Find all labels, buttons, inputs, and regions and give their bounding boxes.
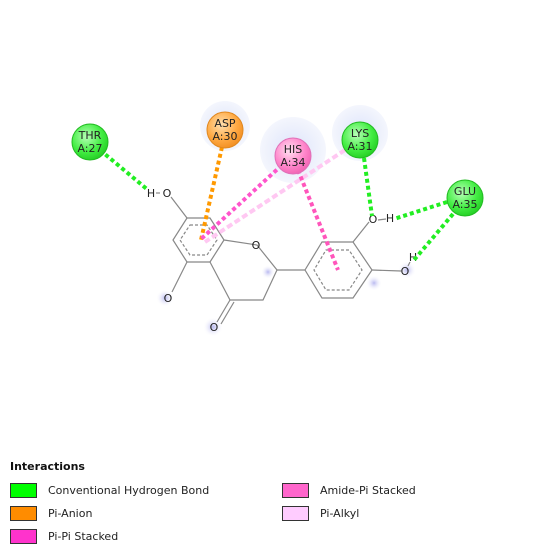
ring-a-inner (179, 224, 218, 256)
halo-atom (366, 275, 382, 291)
halo-atom (398, 261, 416, 279)
atom-o-ring: O (252, 239, 261, 252)
hbond-glu35-b (412, 212, 455, 262)
legend-item-amide-pi: Amide-Pi Stacked (282, 481, 416, 499)
residues: THR A:27 ASP A:30 HIS A:34 LYS A:31 GLU … (71, 111, 484, 217)
residue-his34[interactable]: HIS A:34 (274, 137, 312, 175)
legend-item-pi-pi: Pi-Pi Stacked (10, 527, 118, 545)
atom-h-3p: H (386, 212, 394, 225)
residue-name: ASP (214, 117, 236, 130)
residue-thr27[interactable]: THR A:27 (71, 123, 109, 161)
bond (170, 196, 188, 219)
residue-disc (71, 123, 109, 161)
bond-keto-2 (220, 301, 235, 325)
legend-label: Conventional Hydrogen Bond (48, 483, 210, 497)
hbond-lys31 (362, 157, 374, 217)
ligand (156, 192, 411, 325)
pi-pi-his34-a (198, 163, 284, 242)
legend-swatch (10, 482, 37, 498)
pi-pi-his34-b (296, 169, 340, 271)
legend-swatch (282, 505, 309, 521)
interaction-diagram: O O O H O O H O H THR A:27 ASP A:30 (71, 101, 484, 337)
residue-glu35[interactable]: GLU A:35 (446, 179, 484, 217)
residue-name: THR (78, 129, 102, 142)
legend-item-hbond: Conventional Hydrogen Bond (10, 481, 209, 499)
atom-o-5: O (164, 292, 173, 305)
pi-anion-asp30 (199, 146, 224, 241)
atom-o-7: O (163, 187, 172, 200)
legend-title: Interactions (10, 460, 85, 473)
atom-o-keto: O (210, 321, 219, 334)
residue-disc (274, 137, 312, 175)
residue-lys31[interactable]: LYS A:31 (341, 121, 379, 159)
pi-alkyl-lys31 (203, 148, 347, 244)
legend-label: Pi-Pi Stacked (48, 529, 119, 543)
residue-disc (446, 179, 484, 217)
residue-chain: A:34 (280, 156, 305, 169)
atom-h-4p: H (409, 251, 417, 264)
legend-item-pi-alkyl: Pi-Alkyl (282, 504, 359, 522)
legend: Interactions Conventional Hydrogen Bond … (0, 455, 558, 555)
halo-atom (261, 265, 275, 279)
legend-swatch (10, 528, 37, 544)
legend-item-pi-anion: Pi-Anion (10, 504, 92, 522)
residue-asp30[interactable]: ASP A:30 (206, 111, 244, 149)
residue-chain: A:27 (77, 142, 102, 155)
ring-c (209, 239, 278, 301)
bond (371, 269, 402, 272)
residue-chain: A:35 (452, 198, 477, 211)
residue-chain: A:30 (212, 130, 237, 143)
ring-b-inner (313, 249, 363, 291)
legend-label: Pi-Alkyl (320, 506, 360, 520)
residue-chain: A:31 (347, 140, 372, 153)
bond-keto (216, 299, 231, 323)
atom-o-3p: O (369, 213, 378, 226)
legend-label: Pi-Anion (48, 506, 93, 520)
bond (352, 221, 370, 243)
hbond-glu35-a (393, 200, 448, 221)
bond (377, 218, 387, 221)
residue-disc (206, 111, 244, 149)
legend-swatch (282, 482, 309, 498)
legend-label: Amide-Pi Stacked (320, 483, 416, 497)
halo-atom (203, 317, 223, 337)
atom-h-7: H (147, 187, 155, 200)
legend-swatch (10, 505, 37, 521)
residue-disc (341, 121, 379, 159)
residue-name: GLU (454, 185, 476, 198)
bond (407, 261, 411, 267)
halo-atom (156, 289, 174, 307)
interactions (98, 146, 455, 271)
atom-halos (156, 261, 416, 337)
bond (171, 261, 188, 293)
residue-name: HIS (284, 143, 303, 156)
atom-o-4p: O (401, 265, 410, 278)
residue-name: LYS (351, 127, 369, 140)
hbond-thr27 (98, 148, 150, 192)
atom-labels: O O O H O O H O H (147, 187, 417, 334)
